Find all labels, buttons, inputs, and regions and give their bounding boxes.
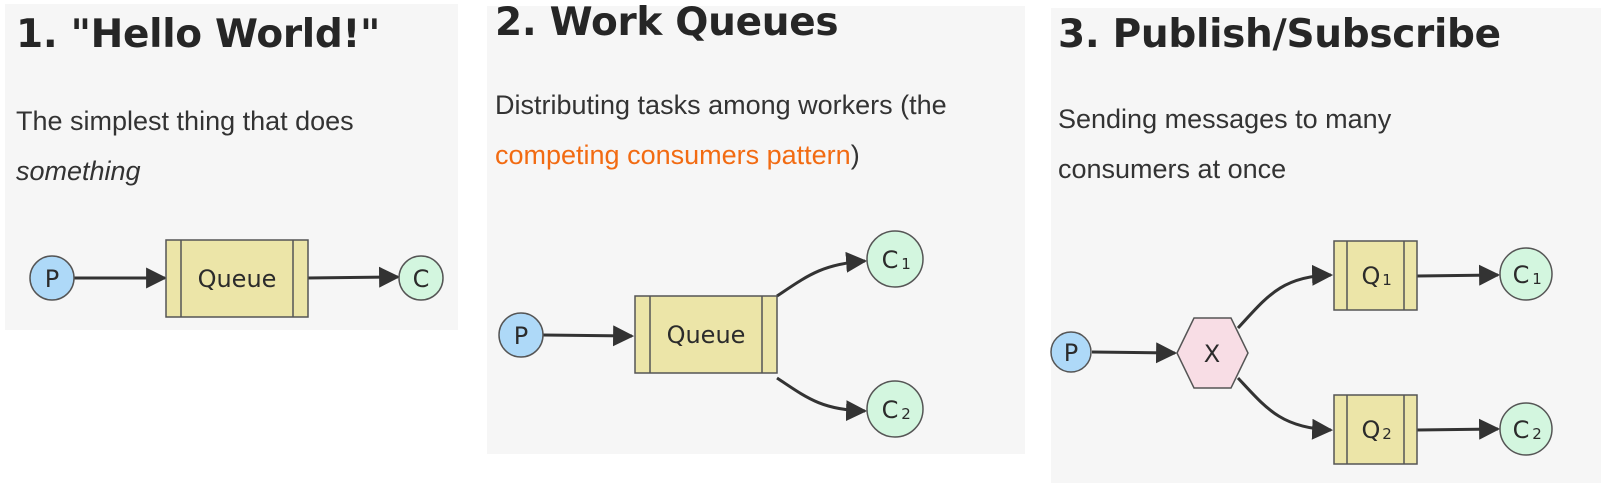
queue-label: Queue	[667, 321, 746, 349]
queue-1-letter: Q	[1362, 262, 1381, 290]
card-description: The simplest thing that does something	[16, 96, 436, 196]
producer-node: P	[29, 255, 75, 301]
exchange-label: X	[1204, 340, 1220, 368]
arrow-queue-1-to-consumer-1	[1416, 264, 1501, 286]
competing-consumers-link[interactable]: competing consumers pattern	[495, 140, 851, 170]
queue-node: Queue	[165, 239, 309, 318]
producer-label: P	[1064, 339, 1078, 367]
producer-label: P	[514, 322, 528, 350]
arrow-queue-to-consumer-2	[776, 376, 868, 422]
producer-node: P	[498, 312, 544, 358]
queue-2-subscript: 2	[1382, 425, 1392, 443]
consumer-2-node: C 2	[866, 380, 924, 438]
consumer-2-letter: C	[1513, 416, 1530, 444]
consumer-node: C	[398, 255, 444, 301]
card-title[interactable]: 2. Work Queues	[495, 0, 839, 45]
arrow-exchange-to-queue-1	[1236, 264, 1334, 330]
description-text: Distributing tasks among workers (the	[495, 90, 947, 120]
queue-node: Queue	[634, 295, 778, 374]
consumer-2-letter: C	[882, 396, 899, 424]
consumer-2-subscript: 2	[901, 405, 911, 423]
consumer-1-letter: C	[1513, 261, 1530, 289]
consumer-1-node: C 1	[1499, 247, 1553, 301]
queue-2-node: Q 2	[1333, 394, 1418, 465]
arrow-exchange-to-queue-2	[1236, 376, 1334, 440]
consumer-1-subscript: 1	[901, 255, 911, 273]
description-text: The simplest thing that does	[16, 106, 354, 136]
consumer-1-letter: C	[882, 246, 899, 274]
hello-world-diagram: P Queue C	[29, 239, 444, 318]
card-title[interactable]: 1. "Hello World!"	[16, 12, 380, 57]
arrow-queue-to-consumer	[306, 266, 401, 288]
consumer-1-node: C 1	[866, 230, 924, 288]
description-tail: )	[850, 140, 860, 170]
tutorial-card-work-queues[interactable]: 2. Work Queues Distributing tasks among …	[487, 0, 1025, 454]
card-title[interactable]: 3. Publish/Subscribe	[1058, 12, 1501, 57]
arrow-producer-to-exchange	[1091, 342, 1178, 364]
tutorial-card-publish-subscribe[interactable]: 3. Publish/Subscribe Sending messages to…	[1050, 8, 1601, 483]
consumer-1-subscript: 1	[1532, 270, 1542, 288]
queue-2-letter: Q	[1362, 416, 1381, 444]
consumer-label: C	[413, 265, 430, 293]
consumer-2-subscript: 2	[1532, 425, 1542, 443]
queue-1-subscript: 1	[1382, 271, 1392, 289]
exchange-node: X	[1176, 317, 1249, 389]
producer-node: P	[1050, 331, 1092, 373]
arrow-producer-to-queue	[542, 325, 635, 347]
queue-1-node: Q 1	[1333, 240, 1418, 311]
queue-label: Queue	[198, 265, 277, 293]
consumer-2-node: C 2	[1499, 402, 1553, 456]
card-description: Sending messages to many consumers at on…	[1058, 104, 1392, 184]
arrow-queue-2-to-consumer-2	[1416, 418, 1501, 440]
publish-subscribe-diagram: P X Q 1 Q 2 C 1 C 2	[1050, 240, 1553, 465]
arrow-queue-to-consumer-1	[776, 251, 868, 298]
tutorial-card-hello-world[interactable]: 1. "Hello World!" The simplest thing tha…	[5, 4, 458, 330]
producer-label: P	[45, 265, 59, 293]
description-emphasis: something	[16, 156, 141, 186]
work-queues-diagram: P Queue C 1 C 2	[498, 230, 924, 438]
card-description: Distributing tasks among workers (the com…	[495, 80, 1020, 180]
